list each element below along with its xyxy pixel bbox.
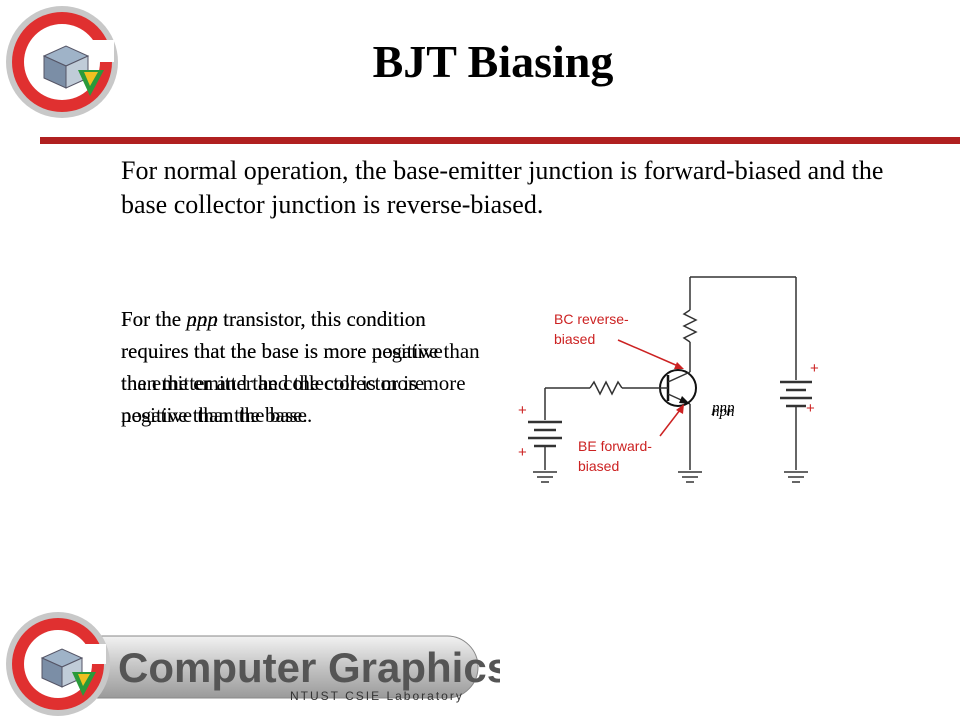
- npn-condition-text: For the npn transistor, this condition r…: [121, 303, 481, 431]
- collector-battery-plus-bottom: +: [806, 400, 815, 417]
- footer-title: Computer Graphics: [118, 644, 500, 691]
- footer-banner: Computer Graphics NTUST CSIE Laboratory: [6, 612, 500, 716]
- bjt-bias-circuit: [528, 276, 812, 483]
- pnp-body: transistor, this condition requires that…: [121, 307, 466, 427]
- bc-reverse-label: BC reverse-biased: [554, 311, 629, 347]
- npn-transistor-label: npn: [712, 404, 735, 420]
- footer-logo: [6, 612, 110, 716]
- collector-resistor: [682, 309, 698, 343]
- ground-symbol: [533, 471, 557, 483]
- base-battery-plus-bottom: +: [518, 444, 527, 461]
- be-arrow: [659, 409, 681, 437]
- slide-title: BJT Biasing: [372, 36, 614, 87]
- lab-logo: [6, 6, 118, 118]
- base-resistor: [589, 380, 623, 396]
- ground-symbol: [678, 471, 702, 483]
- collector-battery-plus-top: +: [810, 360, 819, 377]
- ground-symbol: [784, 471, 808, 483]
- bc-arrow: [617, 339, 679, 367]
- npn-body: transistor, this condition requires that…: [121, 307, 480, 427]
- base-battery-plus-top: +: [518, 402, 527, 419]
- pnp-condition-text: For the pnp transistor, this condition r…: [121, 303, 481, 431]
- title-divider: [40, 137, 960, 144]
- footer-subtitle: NTUST CSIE Laboratory: [290, 689, 464, 703]
- npn-type: npn: [186, 307, 218, 331]
- npn-lead: For the: [121, 307, 187, 331]
- be-forward-label: BE forward-biased: [578, 438, 652, 474]
- pnp-type: pnp: [186, 307, 218, 331]
- pnp-transistor-label: pnp: [712, 400, 735, 416]
- pnp-lead: For the: [121, 307, 187, 331]
- intro-paragraph: For normal operation, the base-emitter j…: [121, 156, 884, 219]
